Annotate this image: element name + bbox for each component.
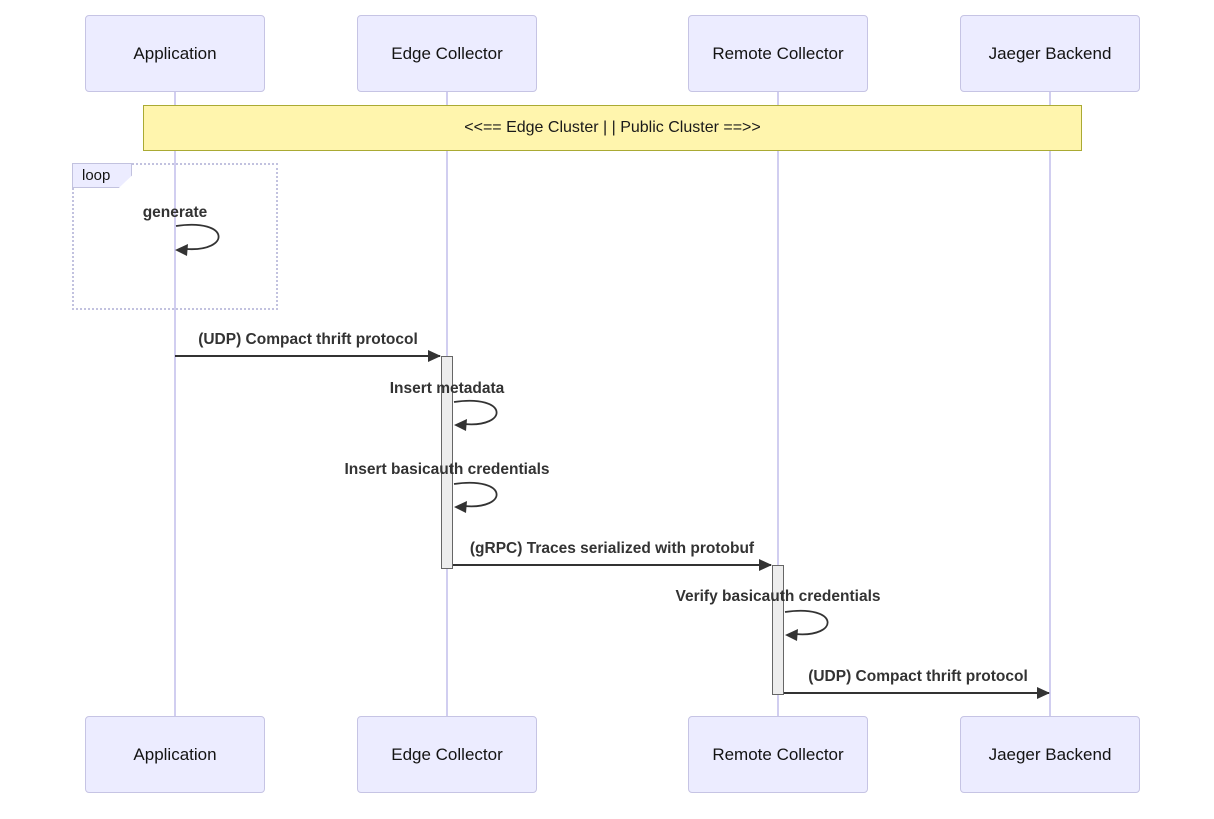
actor-label: Remote Collector [712, 43, 844, 63]
self-loop-arc-verify-basicauth [784, 609, 829, 636]
actor-label: Application [133, 744, 217, 764]
actor-label: Remote Collector [712, 744, 844, 764]
arrowhead-grpc [759, 559, 772, 571]
actor-bottom-edge-collector: Edge Collector [357, 716, 537, 793]
self-loop-arc-insert-basicauth [453, 481, 498, 508]
message-label-udp-1: (UDP) Compact thrift protocol [198, 331, 418, 348]
arrowhead-udp-1 [428, 350, 441, 362]
arrowhead-insert-metadata [454, 419, 467, 431]
arrowhead-insert-basicauth [454, 501, 467, 513]
actor-label: Edge Collector [391, 744, 503, 764]
actor-label: Jaeger Backend [988, 744, 1112, 764]
message-label-insert-basicauth: Insert basicauth credentials [344, 461, 550, 478]
message-label-generate: generate [142, 204, 208, 221]
arrowhead-verify-basicauth [785, 629, 798, 641]
note-cluster-boundary: <<== Edge Cluster | | Public Cluster ==>… [143, 105, 1082, 151]
note-label: <<== Edge Cluster | | Public Cluster ==>… [464, 119, 761, 136]
message-label-udp-2: (UDP) Compact thrift protocol [808, 668, 1028, 685]
actor-bottom-remote-collector: Remote Collector [688, 716, 868, 793]
message-label-insert-metadata: Insert metadata [389, 380, 505, 397]
self-loop-arc-generate [175, 223, 220, 250]
message-label-grpc: (gRPC) Traces serialized with protobuf [469, 540, 755, 557]
arrowhead-udp-2 [1037, 687, 1050, 699]
actor-top-remote-collector: Remote Collector [688, 15, 868, 92]
loop-frame [72, 163, 278, 310]
message-label-verify-basicauth: Verify basicauth credentials [675, 588, 881, 605]
actor-bottom-jaeger-backend: Jaeger Backend [960, 716, 1140, 793]
actor-label: Edge Collector [391, 43, 503, 63]
arrowhead-generate [175, 244, 188, 256]
activation-remote-collector [772, 565, 784, 695]
actor-top-jaeger-backend: Jaeger Backend [960, 15, 1140, 92]
actor-label: Jaeger Backend [988, 43, 1112, 63]
actor-label: Application [133, 43, 217, 63]
activation-edge-collector [441, 356, 453, 569]
loop-frame-tag: loop [72, 163, 132, 188]
self-loop-arc-insert-metadata [453, 399, 498, 426]
loop-tag-label: loop [82, 167, 111, 184]
actor-top-application: Application [85, 15, 265, 92]
actor-top-edge-collector: Edge Collector [357, 15, 537, 92]
actor-bottom-application: Application [85, 716, 265, 793]
